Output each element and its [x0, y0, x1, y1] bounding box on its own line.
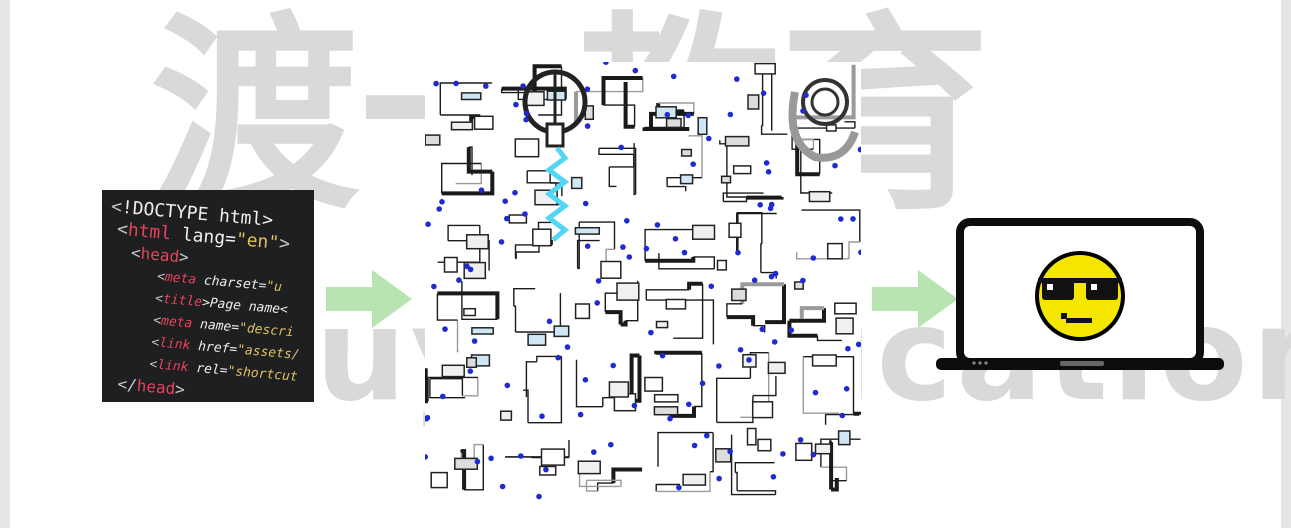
html-code-panel: <!DOCTYPE html> <html lang="en"> <head> … — [102, 190, 314, 402]
arrow-shape — [326, 270, 412, 328]
left-frame-edge — [0, 0, 10, 528]
sunglasses-emoji-icon — [1037, 253, 1123, 339]
code-lines: <!DOCTYPE html> <html lang="en"> <head> … — [102, 196, 312, 402]
render-graph-diagram — [425, 62, 861, 500]
laptop-icon — [930, 218, 1230, 380]
right-arrow-icon — [326, 270, 414, 328]
right-frame-edge — [1281, 0, 1291, 528]
laptop-hinge — [1060, 361, 1104, 366]
